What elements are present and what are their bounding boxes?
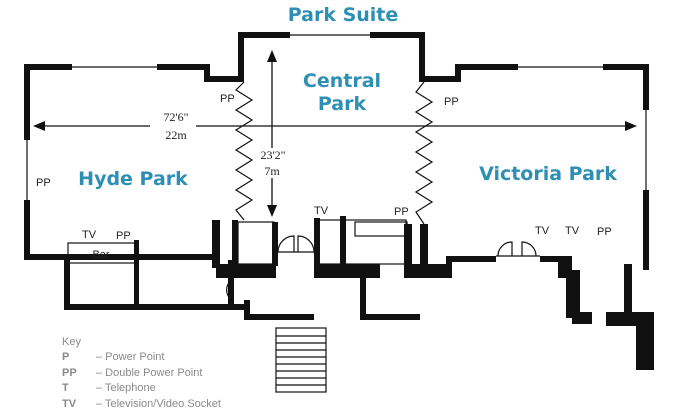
legend-code: PP: [62, 367, 77, 379]
pp-marker: PP: [36, 177, 51, 189]
legend-code: P: [62, 351, 69, 363]
legend-code: TV: [62, 398, 77, 410]
legend-heading: Key: [62, 336, 81, 348]
depth-imperial-label: 23'2": [260, 148, 285, 162]
width-imperial-label: 72'6": [163, 110, 188, 124]
doors: [226, 235, 537, 301]
inner-lines: [67, 219, 540, 265]
legend-desc: – Television/Video Socket: [96, 398, 221, 410]
central-park-label-line2: Park: [318, 93, 367, 115]
victoria-park-label: Victoria Park: [479, 163, 617, 185]
pp-marker: PP: [444, 96, 459, 108]
pp-marker: PP: [116, 230, 131, 242]
dimension-arrows: [33, 50, 637, 217]
pp-marker: PP: [220, 93, 235, 105]
bar-label: Bar: [92, 249, 109, 261]
tv-marker: TV: [314, 205, 329, 217]
pp-marker: PP: [394, 206, 409, 218]
tv-marker: TV: [565, 225, 580, 237]
staircase: [275, 327, 327, 393]
width-metric-label: 22m: [165, 128, 187, 142]
hyde-park-label: Hyde Park: [78, 168, 188, 190]
tv-marker: TV: [535, 225, 550, 237]
tv-marker: TV: [82, 229, 97, 241]
depth-metric-label: 7m: [264, 164, 280, 178]
partitions: [234, 81, 434, 225]
suite-title: Park Suite: [288, 4, 399, 26]
pp-marker: PP: [597, 226, 612, 238]
central-park-label-line1: Central: [303, 70, 381, 92]
legend: Key P – Power Point PP – Double Power Po…: [62, 336, 221, 410]
legend-desc: – Telephone: [96, 382, 156, 394]
legend-code: T: [62, 382, 69, 394]
windows: [24, 32, 649, 200]
legend-desc: – Power Point: [96, 351, 164, 363]
legend-desc: – Double Power Point: [96, 367, 202, 379]
